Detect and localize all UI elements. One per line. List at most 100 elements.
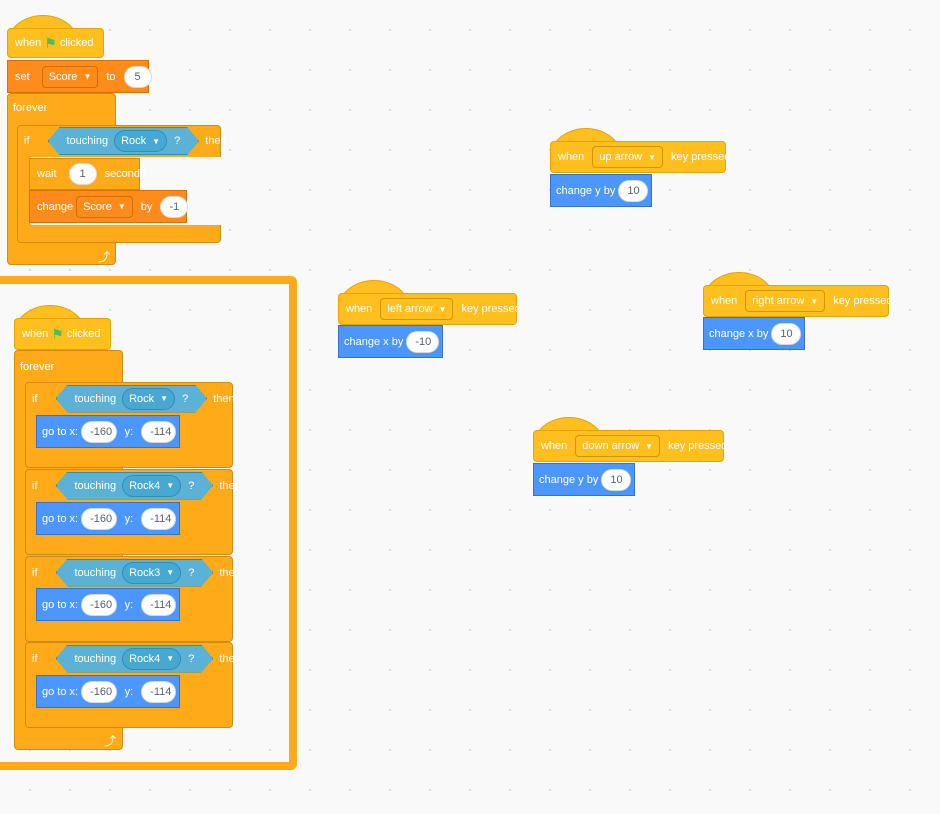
variable-dropdown[interactable]: Score▼ — [76, 195, 133, 218]
set-label: set — [15, 70, 30, 83]
green-flag-icon: ⚑ — [51, 325, 64, 342]
variable-dropdown[interactable]: Score▼ — [41, 65, 99, 88]
caret-down-icon: ▼ — [160, 394, 169, 403]
touching-label: touching — [74, 652, 117, 665]
touching-condition[interactable]: touching Rock▼ ? — [48, 127, 200, 155]
wait-label: wait — [37, 168, 57, 180]
if-label: if — [32, 652, 38, 665]
change-x-label: change x by — [344, 335, 404, 348]
seconds-label: seconds — [104, 168, 146, 180]
when-key-pressed-hat[interactable]: when right arrow▼ key pressed — [703, 272, 893, 317]
set-value-input[interactable]: 5 — [123, 65, 152, 88]
key-pressed-label: key pressed — [668, 440, 728, 452]
caret-down-icon: ▼ — [810, 296, 819, 306]
loop-arrow-icon: ⤴ — [104, 734, 117, 748]
change-y-label: change y by — [556, 184, 616, 197]
x-input[interactable]: -160 — [81, 680, 117, 703]
key-dropdown[interactable]: up arrow▼ — [592, 146, 664, 168]
when-flag-clicked-hat[interactable]: when ⚑ clicked — [14, 305, 111, 350]
change-y-block[interactable]: change y by 10 — [550, 174, 652, 207]
key-pressed-label: key pressed — [671, 151, 731, 163]
y-input[interactable]: -114 — [141, 680, 176, 703]
when-label: when — [711, 295, 738, 307]
y-label: y: — [124, 685, 134, 698]
touching-target-dropdown[interactable]: Rock4▼ — [122, 648, 181, 670]
by-label: by — [140, 200, 153, 213]
y-input[interactable]: -114 — [141, 420, 176, 443]
set-variable-block[interactable]: set Score▼ to 5 — [7, 60, 152, 93]
key-pressed-label: key pressed — [461, 303, 521, 315]
go-to-xy-block[interactable]: go to x: -160 y: -114 — [36, 588, 180, 621]
when-label: when — [15, 37, 42, 49]
change-variable-block[interactable]: change Score▼ by -1 — [29, 190, 189, 223]
question-mark: ? — [188, 479, 195, 492]
caret-down-icon: ▼ — [438, 304, 447, 314]
y-input[interactable]: -114 — [141, 593, 176, 616]
touching-condition[interactable]: touching Rock4▼ ? — [56, 472, 214, 500]
question-mark: ? — [188, 652, 195, 665]
wait-value-input[interactable]: 1 — [68, 163, 97, 185]
touching-target-dropdown[interactable]: Rock4▼ — [122, 475, 181, 497]
go-to-label: go to x: — [42, 685, 79, 698]
caret-down-icon: ▼ — [645, 441, 654, 451]
change-value-input[interactable]: -10 — [406, 330, 439, 353]
change-value-input[interactable]: -1 — [160, 195, 189, 218]
x-input[interactable]: -160 — [81, 593, 117, 616]
touching-label: touching — [74, 479, 117, 492]
change-label: change — [37, 200, 74, 213]
touching-target-dropdown[interactable]: Rock▼ — [114, 130, 167, 152]
question-mark: ? — [182, 392, 189, 405]
change-value-input[interactable]: 10 — [601, 468, 631, 491]
key-dropdown[interactable]: down arrow▼ — [575, 435, 661, 457]
then-label: then — [205, 135, 227, 147]
when-key-pressed-hat[interactable]: when up arrow▼ key pressed — [550, 128, 730, 173]
change-x-block[interactable]: change x by -10 — [338, 325, 443, 358]
clicked-label: clicked — [59, 37, 94, 49]
caret-down-icon: ▼ — [117, 202, 126, 211]
touching-target-dropdown[interactable]: Rock▼ — [122, 388, 175, 410]
y-input[interactable]: -114 — [141, 507, 176, 530]
change-value-input[interactable]: 10 — [771, 322, 801, 345]
touching-label: touching — [74, 566, 117, 579]
go-to-label: go to x: — [42, 598, 79, 611]
go-to-xy-block[interactable]: go to x: -160 y: -114 — [36, 415, 180, 448]
when-key-pressed-hat[interactable]: when down arrow▼ key pressed — [533, 417, 728, 462]
when-label: when — [558, 151, 585, 163]
touching-condition[interactable]: touching Rock4▼ ? — [56, 645, 214, 673]
caret-down-icon: ▼ — [648, 152, 657, 162]
go-to-xy-block[interactable]: go to x: -160 y: -114 — [36, 675, 180, 708]
change-value-input[interactable]: 10 — [618, 179, 648, 202]
forever-label: forever — [13, 102, 48, 114]
clicked-label: clicked — [66, 328, 101, 340]
caret-down-icon: ▼ — [166, 568, 175, 577]
caret-down-icon: ▼ — [83, 72, 92, 81]
key-pressed-label: key pressed — [833, 295, 893, 307]
go-to-xy-block[interactable]: go to x: -160 y: -114 — [36, 502, 180, 535]
x-input[interactable]: -160 — [81, 507, 117, 530]
then-label: then — [219, 652, 241, 665]
touching-label: touching — [74, 392, 117, 405]
when-key-pressed-hat[interactable]: when left arrow▼ key pressed — [338, 280, 521, 325]
when-label: when — [346, 303, 373, 315]
wait-block[interactable]: wait 1 seconds — [29, 158, 146, 190]
when-label: when — [22, 328, 49, 340]
if-label: if — [32, 479, 38, 492]
x-input[interactable]: -160 — [81, 420, 117, 443]
key-dropdown[interactable]: left arrow▼ — [380, 298, 454, 320]
loop-arrow-icon: ⤴ — [98, 250, 111, 264]
touching-condition[interactable]: touching Rock▼ ? — [56, 385, 208, 413]
when-label: when — [541, 440, 568, 452]
touching-condition[interactable]: touching Rock3▼ ? — [56, 559, 214, 587]
when-flag-clicked-hat[interactable]: when ⚑ clicked — [7, 15, 104, 58]
caret-down-icon: ▼ — [166, 481, 175, 490]
forever-label: forever — [20, 361, 55, 373]
caret-down-icon: ▼ — [166, 654, 175, 663]
key-dropdown[interactable]: right arrow▼ — [745, 290, 826, 312]
change-y-label: change y by — [539, 473, 599, 486]
y-label: y: — [124, 598, 134, 611]
touching-target-dropdown[interactable]: Rock3▼ — [122, 562, 181, 584]
change-x-label: change x by — [709, 327, 769, 340]
if-label: if — [32, 392, 38, 405]
change-x-block[interactable]: change x by 10 — [703, 317, 805, 350]
change-y-block[interactable]: change y by 10 — [533, 463, 635, 496]
